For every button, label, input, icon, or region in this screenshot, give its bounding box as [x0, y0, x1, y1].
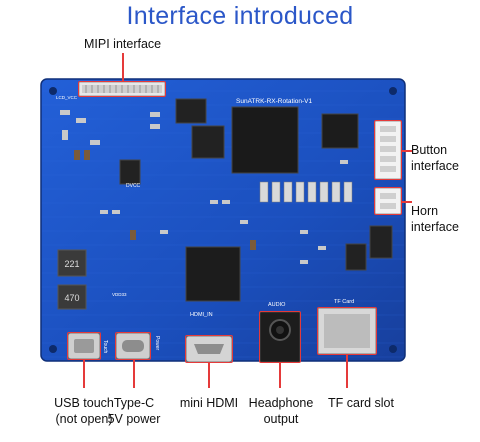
tf-card-slot-label: TF card slot [328, 396, 394, 410]
horn-connector [374, 187, 402, 215]
usb-touch-label-line1: USB touch [54, 396, 114, 410]
mipi-interface-label: MIPI interface [84, 37, 162, 51]
horn-highlight [374, 187, 402, 215]
headphone-jack [259, 311, 301, 363]
tf-leader-line [346, 355, 348, 388]
usb-leader-line [83, 360, 85, 388]
button-interface-label-line2: interface [411, 159, 459, 173]
mini-hdmi-port [185, 335, 233, 363]
board-name-silkscreen: SunATRK-RX-Rotation-V1 [236, 98, 312, 105]
hdmi-leader-line [208, 363, 210, 388]
hdmi-in-silkscreen: HDMI_IN [190, 312, 213, 318]
headphone-leader-line [279, 363, 281, 388]
typec-label-line1: Type-C [113, 396, 155, 410]
mini-hdmi-label: mini HDMI [179, 396, 239, 410]
inductor-221-label: 221 [64, 259, 79, 269]
tf-highlight [317, 307, 377, 355]
touch-silkscreen: Touch [102, 340, 108, 354]
mipi-leader-line [122, 53, 124, 81]
hdmi-bridge-chip [185, 246, 241, 302]
memory-chip [321, 113, 359, 149]
usb-highlight [67, 332, 101, 360]
headphone-label-line2: output [263, 412, 299, 426]
audio-silkscreen: AUDIO [268, 302, 286, 308]
horn-interface-label-line2: interface [411, 220, 459, 234]
page-title: Interface introduced [126, 2, 354, 30]
horn-leader-line [402, 201, 412, 203]
headphone-label-line1: Headphone [248, 396, 314, 410]
typec-highlight [115, 332, 151, 360]
headphone-highlight [259, 311, 301, 363]
lcd-silkscreen: LCD_VCC [56, 95, 78, 100]
button-interface-label-line1: Button [411, 143, 448, 157]
horn-interface-label-line1: Horn [411, 204, 439, 218]
mipi-highlight [78, 81, 166, 97]
button-highlight [374, 120, 402, 180]
vdd-silkscreen: VDD33 [112, 292, 127, 297]
inductor-221 [57, 249, 87, 277]
hdmi-highlight [185, 335, 233, 363]
button-leader-line [402, 150, 412, 152]
button-connector [374, 120, 402, 180]
main-processor-chip [231, 106, 299, 174]
usb-touch-label-line2: (not open) [55, 412, 113, 426]
power-silkscreen: Power [154, 336, 160, 351]
tf-card-silkscreen: TF Card [334, 299, 354, 305]
dvcc-silkscreen: DVCC [126, 183, 141, 189]
inductor-470 [57, 284, 87, 310]
typec-leader-line [133, 360, 135, 388]
mipi-connector [78, 81, 166, 97]
inductor-470-label: 470 [64, 293, 79, 303]
typec-label-line2: 5V power [107, 412, 161, 426]
